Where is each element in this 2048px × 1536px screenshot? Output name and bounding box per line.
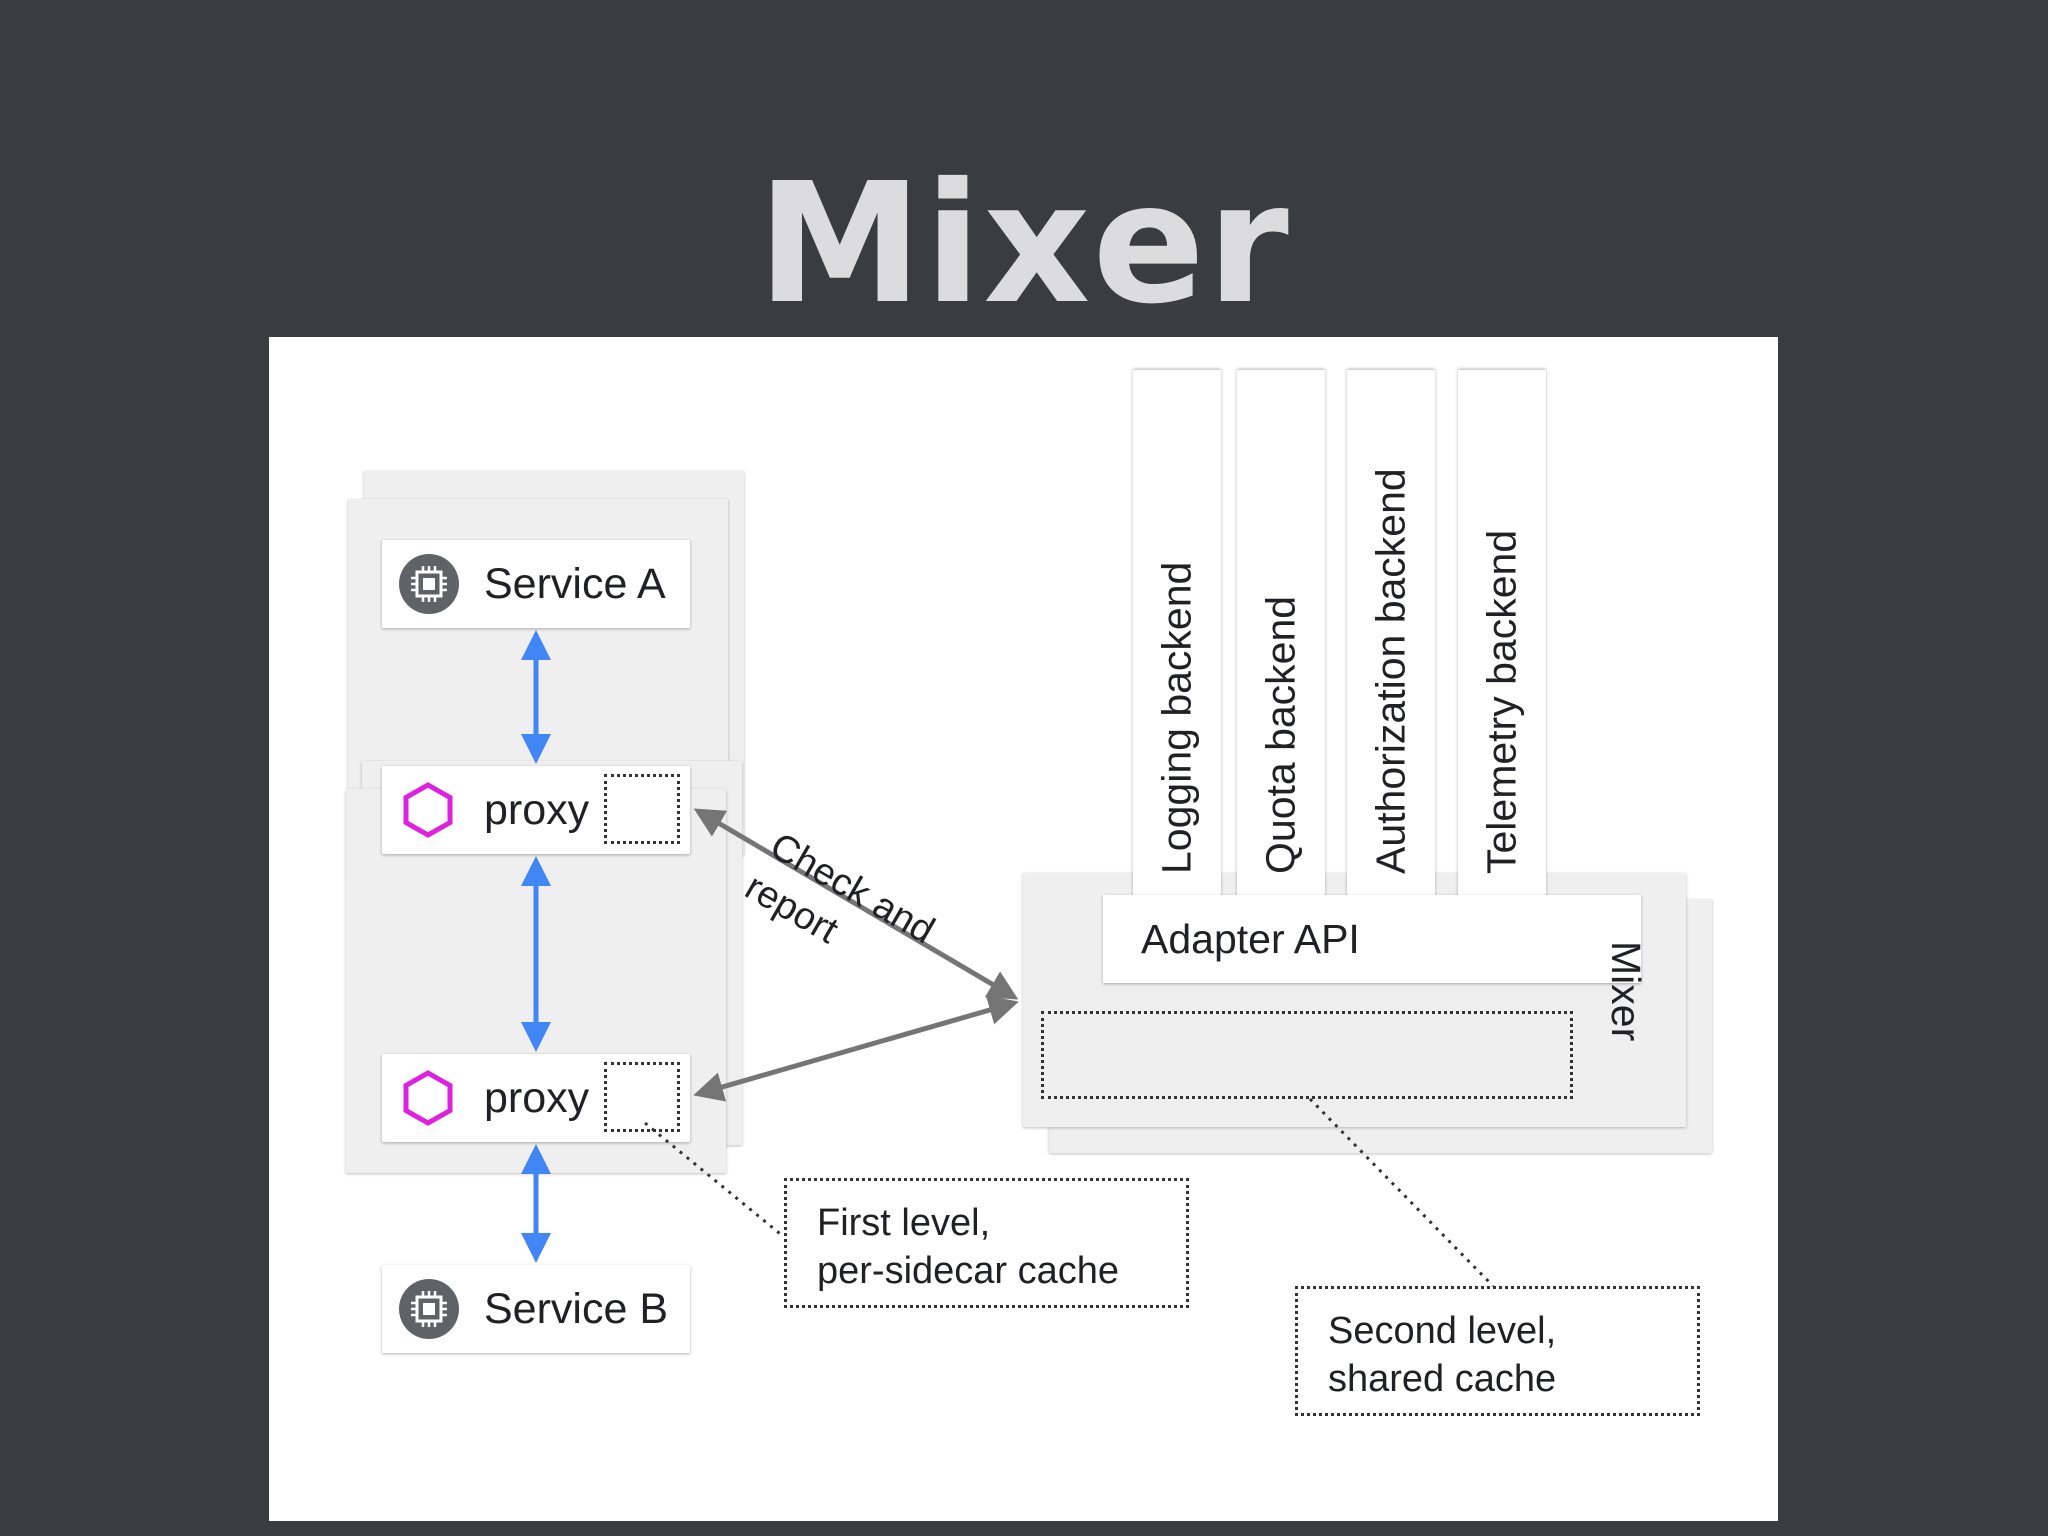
service-a-card[interactable]: Service A	[382, 540, 690, 628]
proxy-b-card[interactable]: proxy	[382, 1054, 690, 1142]
mixer-shared-cache	[1041, 1011, 1573, 1099]
proxy-a-card[interactable]: proxy	[382, 766, 690, 854]
slide-title: Mixer	[757, 148, 1291, 341]
first-level-line2: per-sidecar cache	[817, 1250, 1120, 1292]
service-a-label: Service A	[484, 559, 666, 608]
service-b-card[interactable]: Service B	[382, 1265, 690, 1353]
connectors	[521, 630, 1495, 1288]
adapter-api-label: Adapter API	[1141, 915, 1360, 962]
first-level-cache-note: First level, per-sidecar cache	[784, 1178, 1189, 1308]
proxy-b-label: proxy	[484, 1073, 590, 1122]
proxy-a-cache	[604, 774, 680, 844]
hexagon-icon	[403, 1070, 453, 1126]
service-b-label: Service B	[484, 1284, 669, 1333]
chip-icon	[399, 554, 459, 614]
proxy-b-cache	[604, 1062, 680, 1132]
first-level-line1: First level,	[817, 1202, 991, 1244]
first-level-leader-line	[644, 1121, 785, 1239]
second-level-line1: Second level,	[1328, 1310, 1557, 1352]
chip-icon	[399, 1279, 459, 1339]
proxy-b-mixer-arrow	[693, 995, 1019, 1102]
mixer-side-label: Mixer	[1603, 941, 1649, 1042]
proxy-a-label: proxy	[484, 785, 590, 834]
adapter-api-card[interactable]: Adapter API	[1103, 895, 1641, 983]
proxy-a-mixer-arrow	[693, 808, 1019, 1000]
second-level-cache-note: Second level, shared cache	[1295, 1286, 1700, 1416]
second-level-line2: shared cache	[1328, 1358, 1557, 1400]
second-level-leader-line	[1308, 1097, 1495, 1288]
diagram-canvas: Service A proxy proxy Service B	[269, 337, 1778, 1521]
hexagon-icon	[403, 782, 453, 838]
